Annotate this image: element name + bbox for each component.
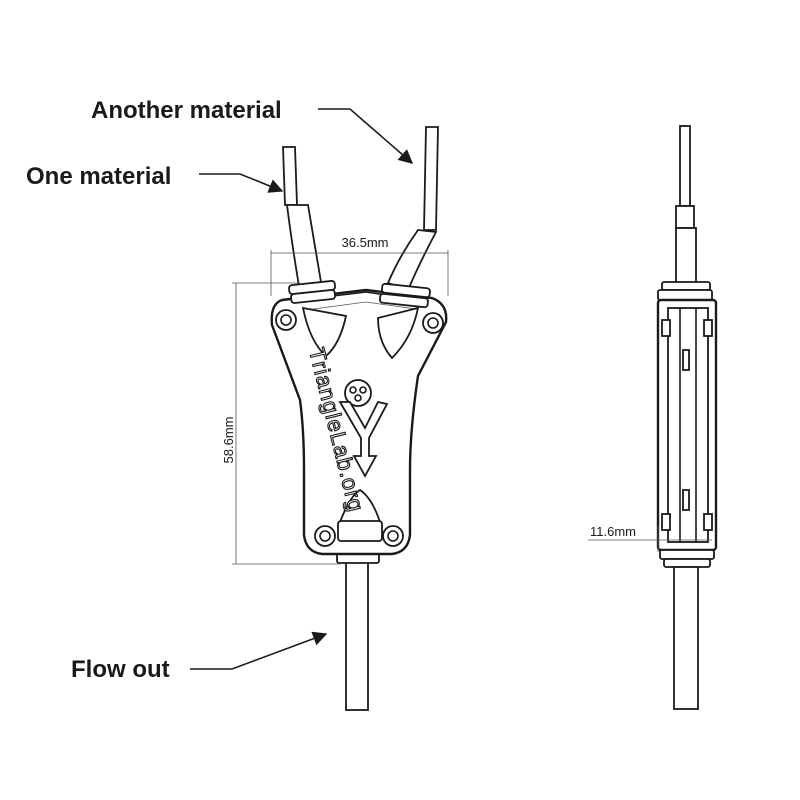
callout-one-material: One material — [26, 163, 284, 193]
y-flow-arrow-icon — [338, 400, 389, 478]
left-inlet-fitting — [288, 280, 348, 358]
width-dimension-label: 36.5mm — [342, 235, 389, 250]
thickness-dimension-label: 11.6mm — [590, 524, 636, 539]
callout-one-material-label: One material — [26, 163, 171, 190]
front-view: TriangleLab.org — [270, 126, 448, 711]
width-dimension: 36.5mm — [270, 235, 449, 296]
callout-flow-out: Flow out — [71, 631, 328, 683]
right-input-tube — [386, 126, 439, 292]
left-input-tube — [282, 146, 324, 294]
screw-top-left-icon — [275, 309, 297, 331]
center-screw-icon — [344, 379, 372, 407]
outlet-cone — [338, 488, 382, 523]
output-tube — [336, 544, 380, 711]
height-dimension-label: 58.6mm — [221, 417, 236, 464]
callout-flow-out-label: Flow out — [71, 656, 170, 683]
thickness-dimension: 11.6mm — [588, 524, 712, 552]
screw-bottom-left-icon — [314, 525, 336, 547]
side-view — [656, 125, 718, 710]
height-dimension: 58.6mm — [221, 282, 340, 565]
screw-top-right-icon — [422, 312, 444, 334]
right-inlet-fitting — [377, 282, 431, 360]
callout-another-material-label: Another material — [91, 97, 282, 124]
screw-bottom-right-icon — [382, 525, 404, 547]
callout-another-material: Another material — [91, 97, 414, 164]
